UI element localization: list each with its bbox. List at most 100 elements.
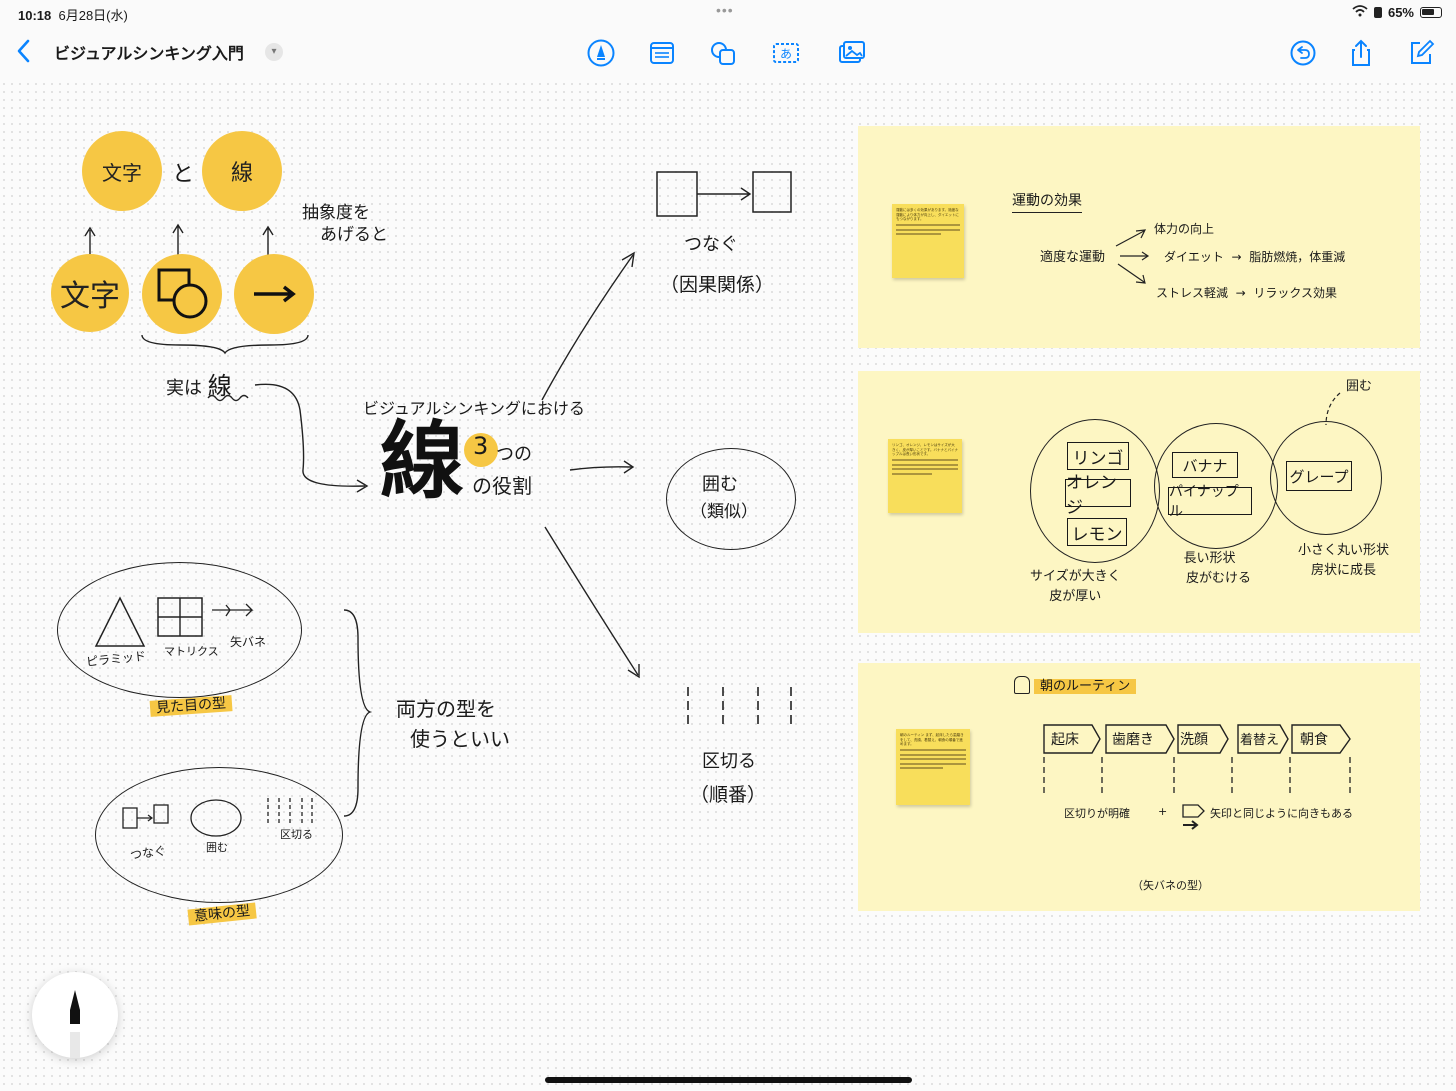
exercise-effect-1: 体力の向上 (1154, 222, 1215, 236)
moji-big-label: 文字 (60, 279, 120, 314)
appearance-type-label: 見た目の型 (149, 692, 233, 718)
panel-routine[interactable]: 朝のルーティン まず、起床したら歯磨きをして、洗顔、着替え、朝食の順番で進めます… (858, 663, 1420, 911)
role-label: の役割 (472, 474, 532, 498)
wavy-underline (207, 394, 249, 402)
pen-circle-icon[interactable] (586, 38, 616, 68)
right-brace (343, 609, 373, 817)
to-label: と (172, 162, 195, 187)
fruit-pineapple: パイナップル (1168, 484, 1252, 520)
brace (141, 334, 309, 355)
divide-lines (687, 687, 792, 729)
sticky-note-1[interactable]: 運動には多くの効果があります。適度な運動により体力が向上し、ダイエットにもつなが… (892, 204, 964, 278)
appearance-ellipse (57, 562, 302, 698)
circle-moji-big: 文字 (51, 254, 129, 332)
shapes-icon[interactable] (708, 38, 738, 68)
moji-label: 文字 (102, 160, 142, 185)
exercise-effect-3: ストレス軽減 → リラックス効果 (1156, 286, 1337, 300)
step-wake: 起床 (1051, 732, 1079, 748)
enclose-ellipse (666, 448, 796, 550)
compose-icon[interactable] (1406, 38, 1436, 68)
meaning-ellipse (95, 767, 343, 903)
circle-sen: 線 (202, 131, 282, 211)
sen-label: 線 (230, 161, 253, 186)
connect-label: つなぐ (684, 234, 738, 255)
three-badge (464, 433, 498, 467)
kugiru-mini-label: 区切る (280, 828, 313, 841)
chevron-down-icon[interactable]: ▾ (265, 43, 283, 61)
center-subtitle: ビジュアルシンキングにおける (363, 399, 585, 418)
matrix-label: マトリクス (164, 645, 219, 658)
chevron-left-icon[interactable] (12, 36, 36, 66)
step-wash: 洗顔 (1180, 732, 1208, 748)
panel-exercise[interactable]: 運動には多くの効果があります。適度な運動により体力が向上し、ダイエットにもつなが… (858, 126, 1420, 348)
fruit-caption-2: 長い形状皮がむける (1183, 551, 1252, 586)
home-indicator[interactable] (545, 1077, 912, 1083)
battery-percent: 65% (1387, 5, 1414, 20)
circle-arrow (234, 254, 314, 334)
circle-moji: 文字 (82, 131, 162, 211)
bread-icon (1014, 676, 1030, 694)
causal-label: （因果関係） (660, 274, 775, 296)
both-types-note: 両方の型を 使うといい (396, 697, 510, 751)
exercise-title: 運動の効果 (1012, 190, 1082, 213)
abstraction-note: 抽象度を あげると (302, 203, 388, 245)
curve-arrow (254, 383, 369, 493)
connect-diagram (656, 171, 792, 217)
circle-shapes (142, 254, 222, 334)
fruit-grape: グレープ (1286, 461, 1352, 491)
text-box-icon[interactable] (647, 38, 677, 68)
enclose-label: 囲む (702, 474, 738, 495)
status-time: 10:18 6月28日(水) (18, 8, 128, 23)
multitask-dots[interactable]: ••• (716, 2, 734, 18)
routine-plus: + (1158, 805, 1168, 818)
kakomu-note: 囲む (1346, 379, 1373, 394)
order-label: （順番） (690, 784, 767, 806)
fruit-caption-3: 小さく丸い形状房状に成長 (1298, 543, 1390, 578)
dashed-pointer (1325, 392, 1341, 426)
lock-icon (1373, 7, 1382, 18)
svg-text:あ: あ (780, 47, 792, 61)
divide-label: 区切る (702, 751, 756, 772)
pencil-tool-button[interactable] (32, 972, 118, 1058)
fruit-group-3 (1270, 421, 1382, 535)
step-breakfast: 朝食 (1300, 732, 1328, 748)
routine-note-1: 区切りが明確 (1064, 807, 1130, 820)
step-brush: 歯磨き (1112, 732, 1154, 748)
center-big-sen: 線 (380, 412, 465, 510)
routine-steps-shapes (1043, 724, 1351, 795)
arrow-right-icon (254, 285, 296, 303)
pencil-icon (70, 990, 80, 1058)
up-arrows (84, 223, 274, 258)
photo-icon[interactable] (837, 38, 867, 68)
role-arrows (541, 251, 640, 679)
fruit-orange: オレンジ (1065, 473, 1131, 518)
square-circle-shape (157, 268, 208, 319)
routine-caption: （矢バネの型） (1132, 879, 1209, 892)
textbox-a-icon[interactable]: あ (771, 38, 801, 68)
sticky-note-2[interactable]: リンゴ、オレンジ、レモンはサイズが大きく、皮が厚いことです。バナナとパイナップル… (888, 439, 962, 513)
similar-label: （類似） (690, 502, 758, 522)
fruit-banana: バナナ (1172, 452, 1238, 478)
fruit-apple: リンゴ (1067, 442, 1129, 470)
kakomu-mini-label: 囲む (206, 841, 228, 854)
exercise-effect-2: ダイエット → 脂肪燃焼，体重減 (1164, 250, 1346, 264)
sticky-note-3[interactable]: 朝のルーティン まず、起床したら歯磨きをして、洗顔、着替え、朝食の順番で進めます… (896, 729, 970, 805)
document-title[interactable]: ビジュアルシンキング入門 (54, 44, 244, 63)
toolbar: ビジュアルシンキング入門 ▾ あ (0, 26, 1456, 80)
status-right: 65% (1352, 5, 1442, 20)
fruit-caption-1: サイズが大きく皮が厚い (1030, 569, 1121, 604)
meaning-type-label: 意味の型 (187, 900, 257, 927)
appearance-icons (94, 596, 254, 647)
meaning-icons (122, 798, 313, 837)
exercise-arrows (1115, 229, 1150, 284)
panel-fruits[interactable]: リンゴ、オレンジ、レモンはサイズが大きく、皮が厚いことです。バナナとパイナップル… (858, 371, 1420, 633)
board-canvas[interactable]: 文字 と 線 文字 抽象度を あげると 実は 線 ビジュアルシンキングにおける … (0, 80, 1456, 1091)
share-icon[interactable] (1346, 38, 1376, 68)
routine-note-2: 矢印と同じように向きもある (1210, 807, 1353, 820)
undo-icon[interactable] (1288, 38, 1318, 68)
fruit-lemon: レモン (1067, 518, 1127, 546)
arrow-shape-icon (1182, 804, 1205, 830)
routine-title: 朝のルーティン (1014, 675, 1137, 694)
status-bar: 10:18 6月28日(水) ••• 65% (0, 0, 1456, 26)
wifi-icon (1352, 5, 1368, 20)
